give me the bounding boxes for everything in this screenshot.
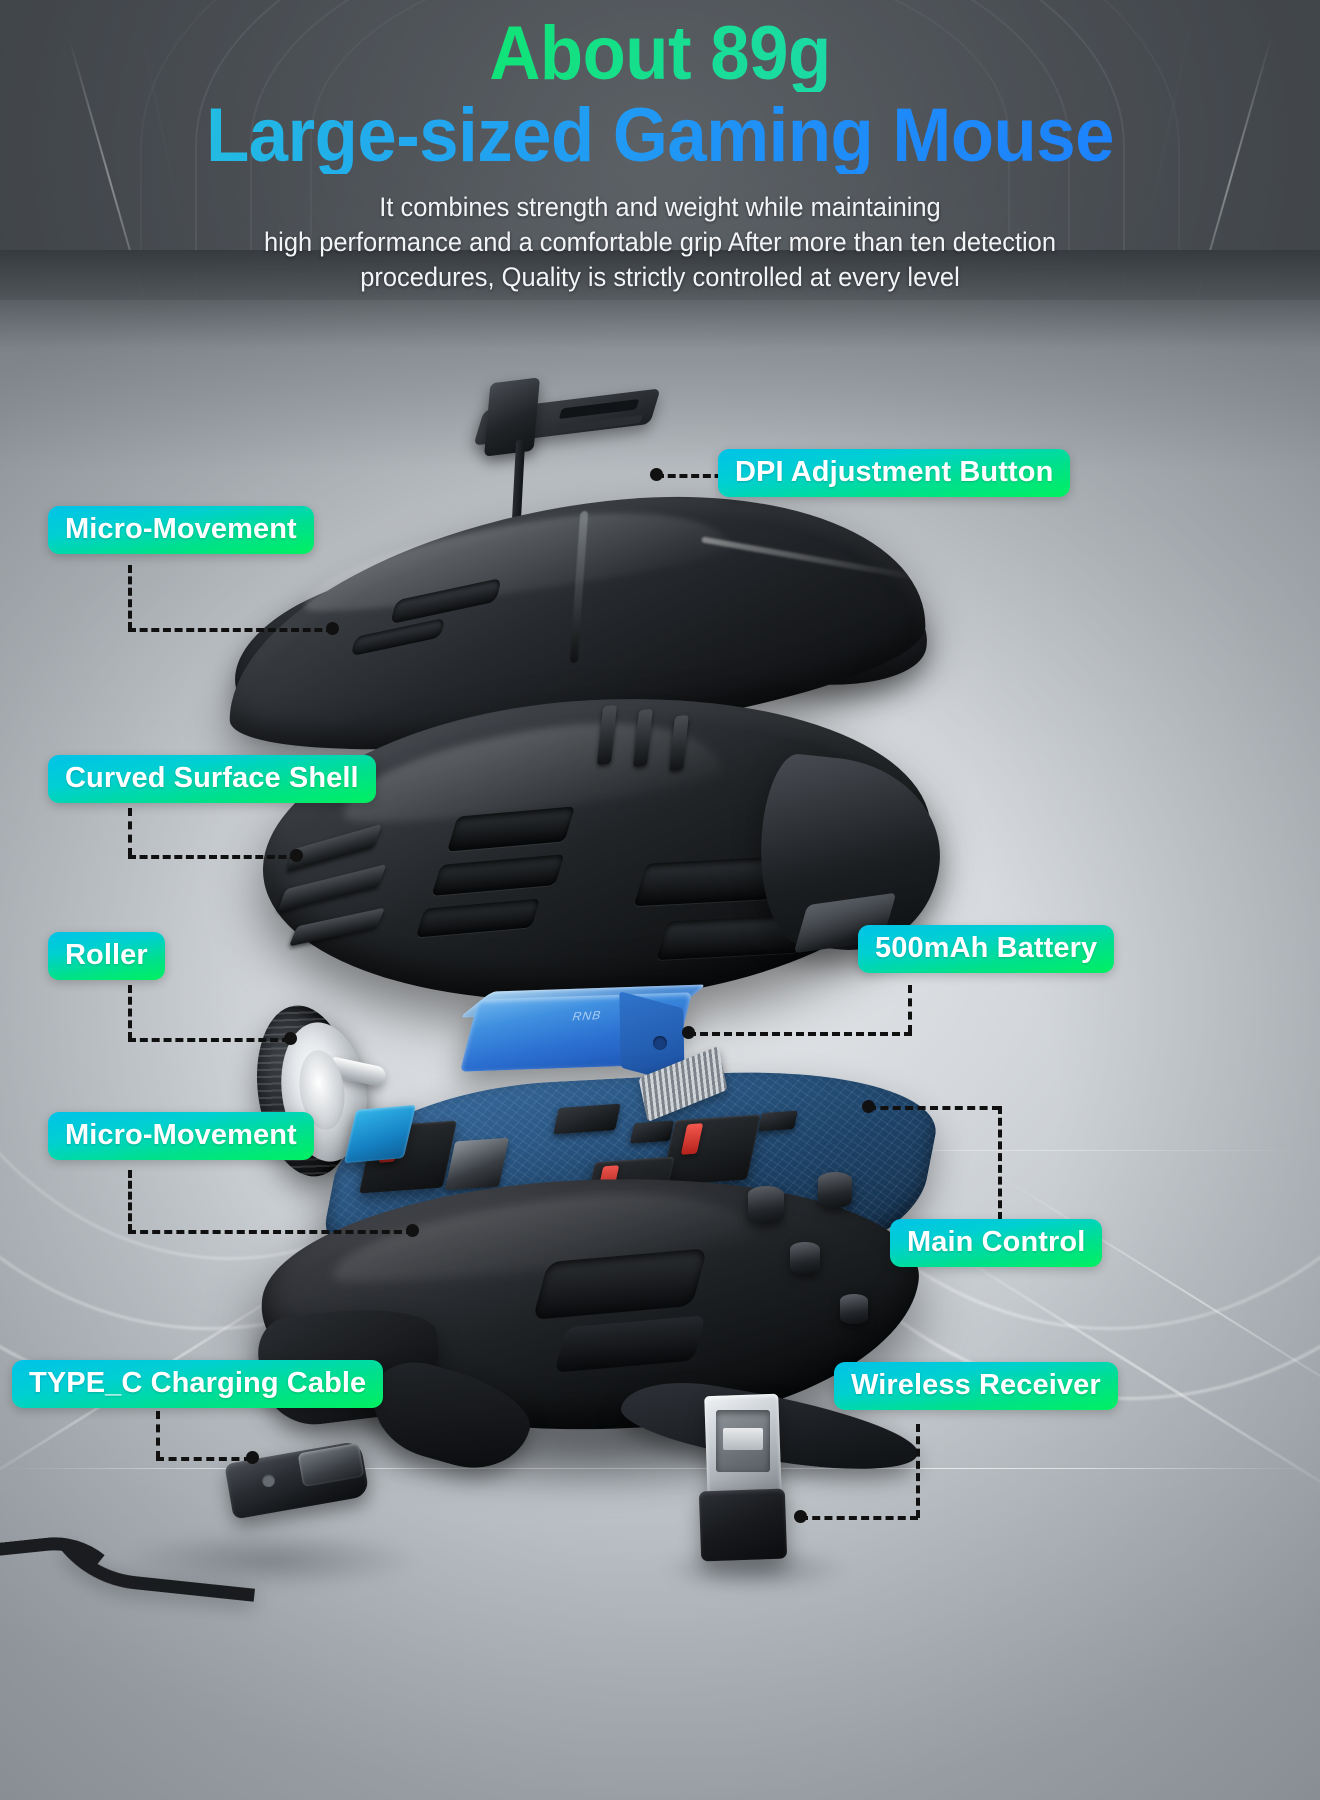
base-screw-post (748, 1186, 784, 1224)
leader-line-battery-h (688, 1032, 912, 1036)
callout-wireless-receiver[interactable]: Wireless Receiver (834, 1362, 1118, 1411)
leader-dot-typec (246, 1451, 259, 1464)
callout-curved-surface-shell[interactable]: Curved Surface Shell (48, 755, 376, 804)
battery-contact-hole (653, 1036, 667, 1050)
page-title-line2: Large-sized Gaming Mouse (46, 98, 1274, 174)
leader-line-micro-top-h (128, 628, 334, 632)
callout-type-c-charging-cable[interactable]: TYPE_C Charging Cable (12, 1360, 384, 1409)
pcb-chip (444, 1137, 510, 1191)
callout-micro-movement-top[interactable]: Micro-Movement (48, 506, 314, 555)
pcb-chip (758, 1110, 798, 1132)
leader-line-battery-v (908, 985, 912, 1033)
subtitle-line-3: procedures, Quality is strictly controll… (360, 261, 960, 292)
page-title-line1: About 89g (46, 0, 1274, 92)
leader-line-roller-v (128, 985, 132, 1040)
battery-marking: RNB (570, 1008, 604, 1024)
callout-micro-movement-bottom[interactable]: Micro-Movement (48, 1112, 314, 1161)
usb-receiver-body (698, 1488, 788, 1562)
dpi-button-key (483, 377, 541, 457)
base-screw-post (790, 1242, 820, 1274)
leader-line-receiver-v (916, 1424, 920, 1518)
callout-dpi-adjustment-button[interactable]: DPI Adjustment Button (718, 449, 1071, 498)
leader-line-dpi (656, 474, 746, 478)
leader-line-micro-bottom-h (128, 1230, 414, 1234)
subtitle-line-1: It combines strength and weight while ma… (379, 192, 941, 222)
background-floor-line (0, 1468, 1320, 1469)
micro-switch (661, 1114, 761, 1186)
callout-main-control[interactable]: Main Control (890, 1219, 1103, 1268)
pcb-chip (553, 1103, 621, 1135)
leader-dot-dpi (650, 468, 663, 481)
leader-line-roller-h (128, 1038, 290, 1042)
leader-dot-receiver (794, 1510, 807, 1523)
leader-line-main-control-v (998, 1106, 1002, 1220)
leader-dot-micro-bottom (406, 1224, 419, 1237)
header: About 89g Large-sized Gaming Mouse It co… (0, 0, 1320, 330)
leader-dot-battery (682, 1026, 695, 1039)
base-screw-post (818, 1172, 852, 1208)
leader-line-typec-v (156, 1411, 160, 1459)
leader-dot-main-control (862, 1100, 875, 1113)
leader-line-micro-top-v (128, 565, 132, 630)
pcb-chip (629, 1120, 675, 1144)
background-arc (250, 0, 1070, 480)
leader-dot-roller (284, 1032, 297, 1045)
subtitle-line-2: high performance and a comfortable grip … (264, 226, 1056, 257)
callout-battery[interactable]: 500mAh Battery (858, 925, 1115, 974)
ground-shadow (120, 1530, 420, 1590)
page-subtitle: It combines strength and weight while ma… (26, 190, 1293, 295)
callout-roller[interactable]: Roller (48, 932, 165, 981)
leader-line-micro-bottom-v (128, 1170, 132, 1232)
leader-dot-shell (290, 849, 303, 862)
leader-line-main-control-h (868, 1106, 1000, 1110)
background-arc (310, 0, 1010, 420)
leader-dot-micro-top (326, 622, 339, 635)
usb-receiver-tongue (723, 1428, 763, 1450)
leader-line-shell-v (128, 808, 132, 856)
base-screw-post (840, 1294, 868, 1324)
leader-line-receiver-h (800, 1516, 918, 1520)
leader-line-shell-h (128, 855, 298, 859)
leader-line-typec-h (156, 1457, 252, 1461)
